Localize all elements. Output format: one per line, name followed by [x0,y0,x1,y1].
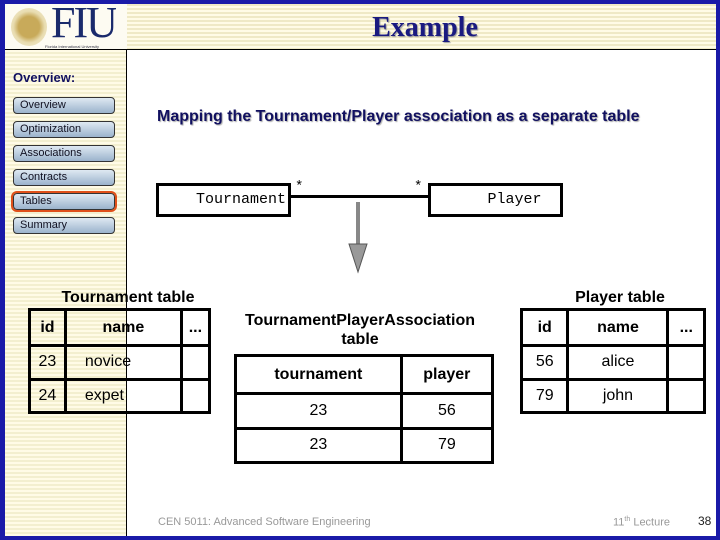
lecture-number: 11 [613,516,625,529]
nav-associations[interactable]: Associations [13,145,115,162]
title-line: TournamentPlayerAssociation [245,312,475,329]
nav-contracts[interactable]: Contracts [13,169,115,186]
header-id: id [28,308,67,347]
player-table-title: Player table [575,289,665,306]
fiu-logo: FIU Florida International University [5,4,127,50]
mapping-arrow-icon [348,202,368,274]
header-more: ... [179,308,212,347]
cell [666,377,706,414]
left-multiplicity: * [295,179,304,195]
cell: 23 [28,344,67,381]
university-seal-icon [11,8,47,46]
cell: expet [63,377,183,414]
association-line [291,195,428,198]
cell: 56 [519,344,570,381]
header-name: name [63,308,183,347]
cell [666,344,706,381]
nav-overview[interactable]: Overview [13,97,115,114]
association-table-title: TournamentPlayerAssociation table [220,311,500,349]
header-player: player [399,354,495,395]
lecture-sup: th [624,516,631,523]
logo-subtext: Florida International University [45,44,100,49]
header-tournament: tournament [234,354,403,395]
nav-summary[interactable]: Summary [13,217,115,234]
cell: alice [566,344,670,381]
cell: 24 [28,377,67,414]
nav-tables[interactable]: Tables [11,191,117,212]
right-multiplicity: * [414,179,423,195]
title-line: table [341,331,379,348]
cell: 79 [399,426,495,464]
header-bar [127,4,716,50]
tournament-table-title: Tournament table [61,289,195,306]
class-player: Player [428,183,563,217]
logo-text: FIU [51,4,116,42]
cell [179,377,212,414]
cell: 79 [519,377,570,414]
header-id: id [519,308,570,347]
sidebar [5,4,127,536]
cell: 56 [399,392,495,430]
page-number: 38 [698,514,712,528]
slide: FIU Florida International University Exa… [5,4,716,536]
sidebar-heading: Overview: [13,70,76,85]
footer-lecture: 11th Lecture [613,516,670,529]
class-tournament: Tournament [156,183,291,217]
slide-title: Example [372,12,478,43]
header-more: ... [666,308,706,347]
cell: novice [63,344,183,381]
cell: 23 [234,426,403,464]
cell: 23 [234,392,403,430]
header-name: name [566,308,670,347]
footer-course: CEN 5011: Advanced Software Engineering [158,516,371,528]
cell [179,344,212,381]
lecture-suffix: Lecture [630,516,671,529]
nav-optimization[interactable]: Optimization [13,121,115,138]
slide-subtitle: Mapping the Tournament/Player associatio… [157,108,640,125]
cell: john [566,377,670,414]
